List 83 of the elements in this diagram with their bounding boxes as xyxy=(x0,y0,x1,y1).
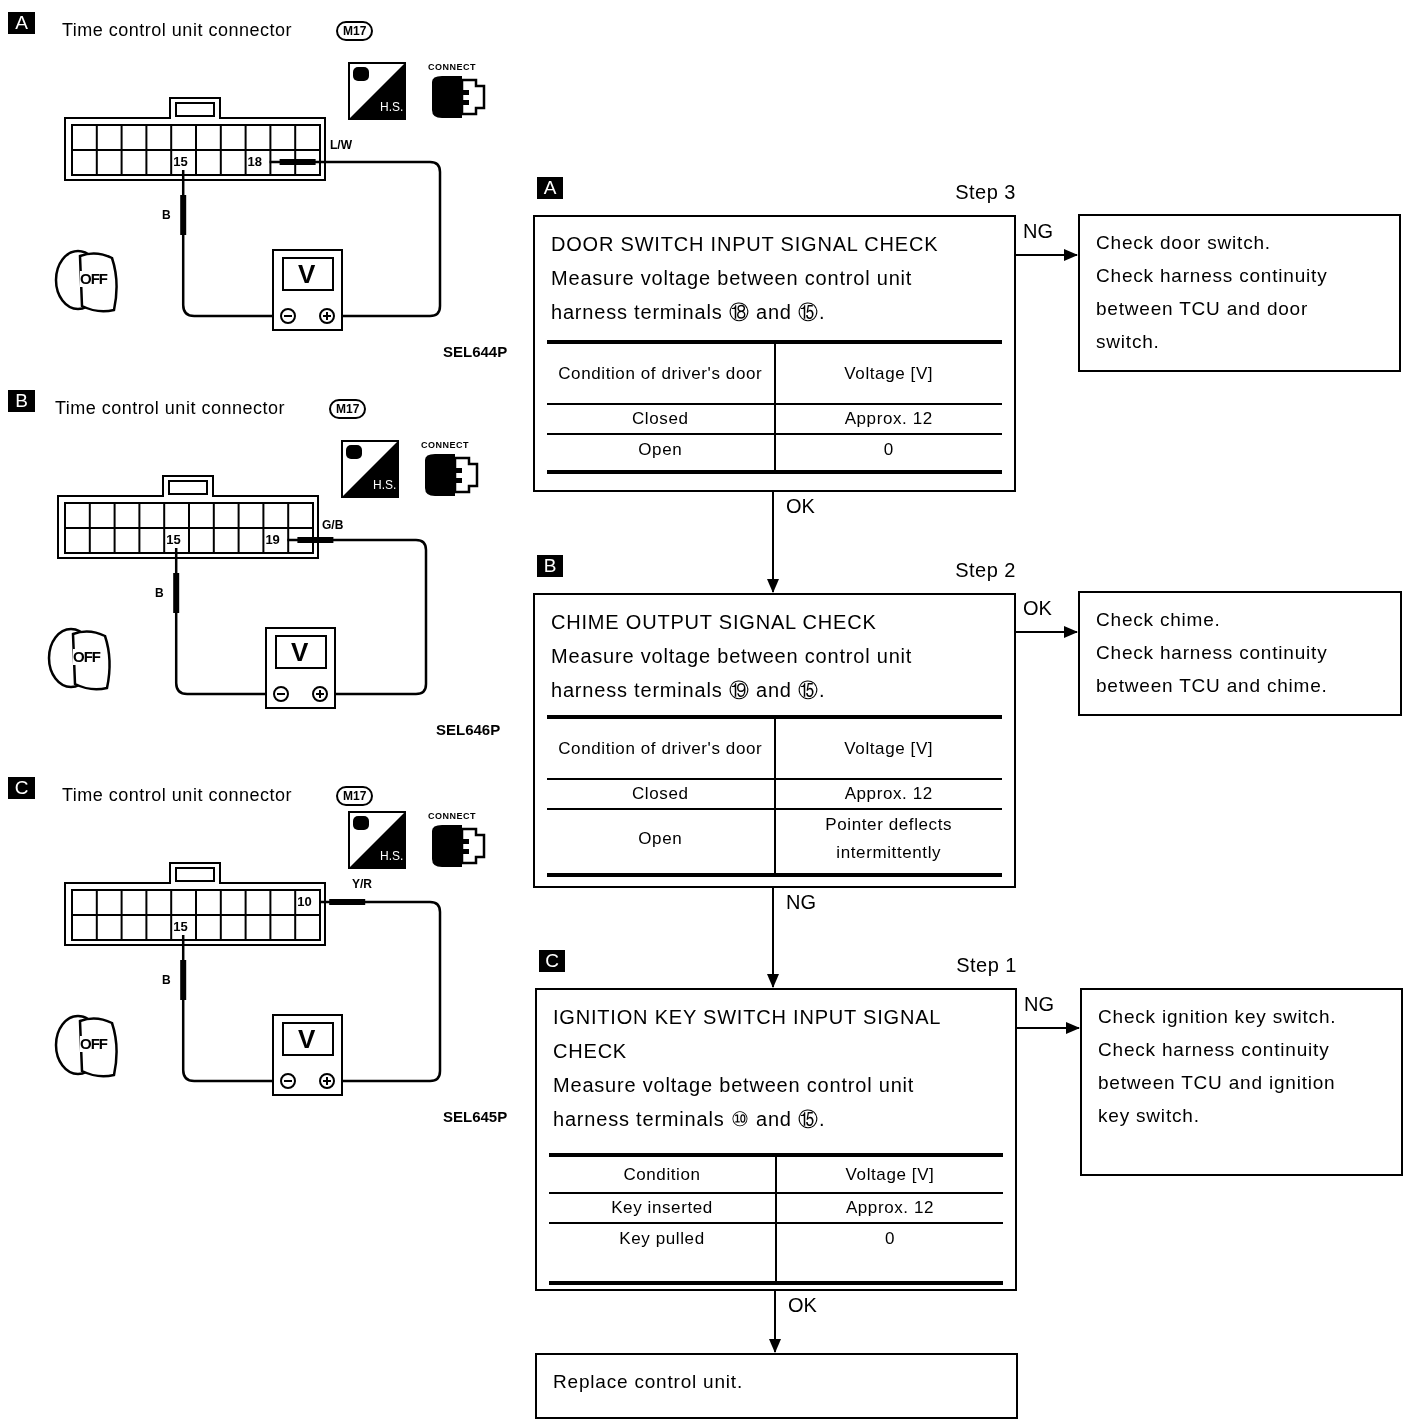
step-text: Check ignition key switch. xyxy=(1098,1005,1338,1029)
check-step-box xyxy=(535,988,1017,1291)
wire-color-label: B xyxy=(155,586,164,600)
table-cell: Voltage [V] xyxy=(774,717,1002,779)
section-letter-tag: A xyxy=(8,12,35,34)
action-box xyxy=(1080,988,1403,1176)
meter-symbol: V xyxy=(298,260,316,288)
table-cell: Condition of driver's door xyxy=(547,717,775,779)
wire-color-label: G/B xyxy=(322,518,344,532)
table-cell: 0 xyxy=(776,1223,1003,1253)
wire-color-label: L/W xyxy=(330,138,352,152)
figure-code: SEL646P xyxy=(436,721,501,738)
table-cell: Closed xyxy=(547,779,775,809)
action-box xyxy=(1078,214,1401,372)
step-text: Measure voltage between control unit harness terminals ⑩ and ⑮. xyxy=(553,1073,916,1132)
check-step-box xyxy=(533,215,1016,492)
step-text: Check chime. xyxy=(1096,608,1222,632)
arrow xyxy=(1015,626,1078,638)
table-cell: Condition of driver's door xyxy=(547,342,775,404)
icon-caption: H.S. xyxy=(380,849,404,863)
section-letter-tag: B xyxy=(537,555,563,577)
table-cell: 0 xyxy=(774,434,1002,464)
step-text: Check door switch. xyxy=(1096,231,1272,255)
panel-title: Time control unit connector xyxy=(55,398,285,419)
step-label: Step 1 xyxy=(956,954,1017,977)
step-label: Step 3 xyxy=(955,181,1016,204)
meter-symbol: V xyxy=(291,638,309,666)
wire-color-label: B xyxy=(162,973,171,987)
key-position-label: OFF xyxy=(73,649,100,665)
check-step-box xyxy=(533,593,1016,888)
arrow xyxy=(1016,1022,1080,1034)
step-text: Check harness continuity between TCU and ignition key switch. xyxy=(1098,1038,1337,1128)
figure-code: SEL645P xyxy=(443,1108,508,1125)
table-cell: Approx. 12 xyxy=(774,779,1002,809)
section-letter-tag: C xyxy=(539,950,565,972)
section-letter-tag: A xyxy=(537,177,563,199)
connector-code-tag: M17 xyxy=(329,399,367,419)
figure-code: SEL644P xyxy=(443,343,508,360)
table-cell: Pointer deflects intermittently xyxy=(774,809,1002,867)
step-text: Check harness continuity between TCU and door switch. xyxy=(1096,264,1329,354)
connector-code-tag: M17 xyxy=(336,21,374,41)
step-label: Step 2 xyxy=(955,559,1016,582)
step-text: Check harness continuity between TCU and chime. xyxy=(1096,641,1329,698)
connector-code-tag: M17 xyxy=(336,786,374,806)
step-text: Replace control unit. xyxy=(553,1370,744,1394)
table-cell: Closed xyxy=(547,404,775,434)
wire-color-label: B xyxy=(162,208,171,222)
panel-title: Time control unit connector xyxy=(62,20,292,41)
arrow xyxy=(767,491,779,593)
icon-caption: CONNECT xyxy=(421,440,469,450)
panel-title: Time control unit connector xyxy=(62,785,292,806)
step-heading: CHIME OUTPUT SIGNAL CHECK xyxy=(551,610,878,635)
arrow xyxy=(769,1290,781,1353)
table-cell: Approx. 12 xyxy=(774,404,1002,434)
table-cell: Voltage [V] xyxy=(776,1155,1003,1193)
key-position-label: OFF xyxy=(80,1036,107,1052)
action-box xyxy=(1078,591,1402,716)
table-cell: Voltage [V] xyxy=(774,342,1002,404)
table-cell: Approx. 12 xyxy=(776,1193,1003,1223)
icon-caption: CONNECT xyxy=(428,62,476,72)
action-box xyxy=(535,1353,1018,1419)
icon-caption: H.S. xyxy=(380,100,404,114)
table-cell: Open xyxy=(547,434,775,464)
step-text: Measure voltage between control unit harness terminals ⑲ and ⑮. xyxy=(551,644,914,703)
table-cell: Open xyxy=(547,809,775,867)
icon-caption: H.S. xyxy=(373,478,397,492)
terminal-number: 15 xyxy=(173,154,188,170)
terminal-number: 15 xyxy=(173,919,188,935)
terminal-number: 15 xyxy=(166,532,181,548)
arrow xyxy=(1015,249,1078,261)
meter-symbol: V xyxy=(298,1025,316,1053)
icon-caption: CONNECT xyxy=(428,811,476,821)
key-position-label: OFF xyxy=(80,271,107,287)
arrow xyxy=(767,887,779,988)
table-cell: Condition xyxy=(549,1155,776,1193)
table-cell: Key inserted xyxy=(549,1193,776,1223)
step-text: Measure voltage between control unit harness terminals ⑱ and ⑮. xyxy=(551,266,914,325)
wire-color-label: Y/R xyxy=(352,877,372,891)
step-heading: DOOR SWITCH INPUT SIGNAL CHECK xyxy=(551,232,940,257)
table-cell: Key pulled xyxy=(549,1223,776,1253)
step-heading: IGNITION KEY SWITCH INPUT SIGNAL CHECK xyxy=(553,1005,942,1064)
section-letter-tag: B xyxy=(8,390,35,412)
section-letter-tag: C xyxy=(8,777,35,799)
